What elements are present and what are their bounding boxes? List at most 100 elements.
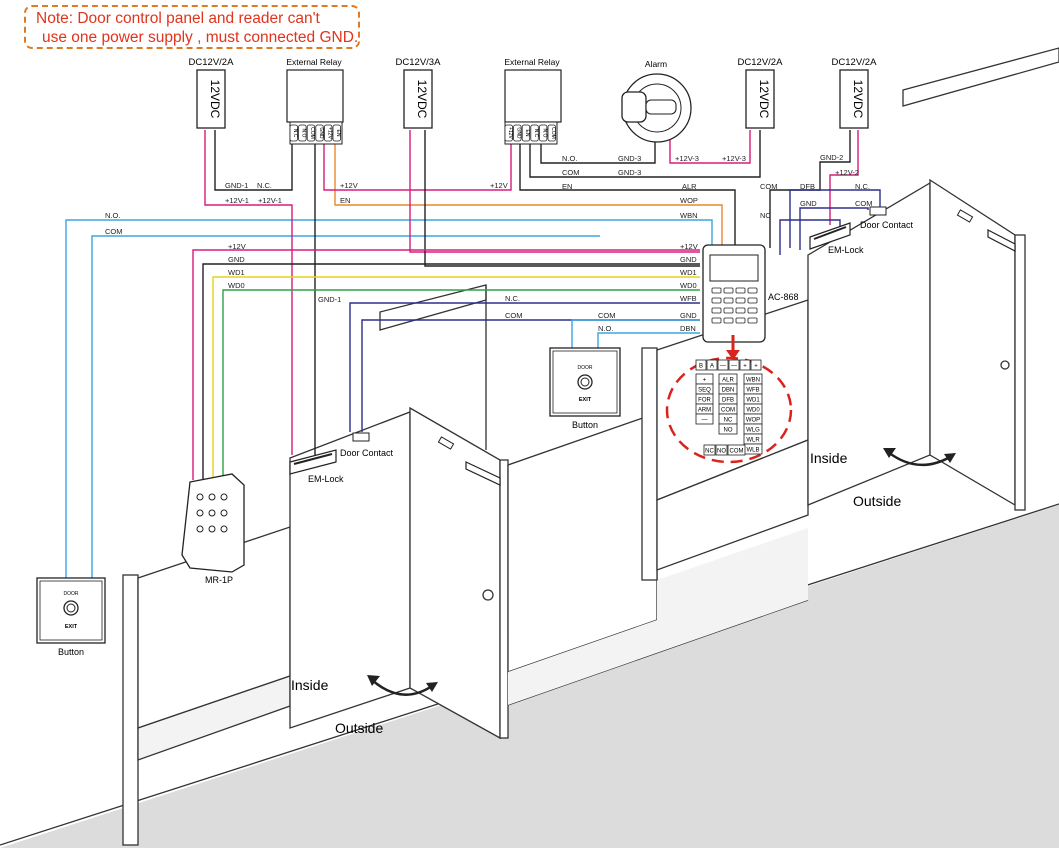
wl-12v1-a: +12V-1 xyxy=(225,196,249,205)
wl-dfb: DFB xyxy=(800,182,815,191)
wl-wbn: WBN xyxy=(680,211,698,220)
wl-r-wd1: WD1 xyxy=(680,268,697,277)
terminal-cell-label: — xyxy=(720,364,726,370)
wl-gnd-r: GND xyxy=(680,311,697,320)
wire-pink-12v xyxy=(323,140,512,191)
terminal-cell xyxy=(715,444,728,456)
reader-key xyxy=(220,509,228,517)
controller-key xyxy=(711,317,722,324)
wl-gnd1-a: GND-1 xyxy=(225,181,248,190)
terminal-cell-label: — xyxy=(731,364,737,370)
wl-com-alarm: COM xyxy=(562,168,580,177)
door-right-edge xyxy=(1014,234,1026,511)
relay-terminal xyxy=(306,124,316,142)
wl-nc-dc: N.C. xyxy=(855,182,870,191)
wl-no-alarm: N.O. xyxy=(562,154,577,163)
wl-nc-b: N.C. xyxy=(505,294,520,303)
psu4-body: 12VDC xyxy=(851,80,865,119)
wl-12v2: +12V-2 xyxy=(835,168,859,177)
reader-key xyxy=(196,509,204,517)
terminal-cell-label: FOR xyxy=(698,398,711,404)
wl-com-c: COM xyxy=(598,311,616,320)
relay-terminal-label: EN xyxy=(524,130,530,137)
controller-label: AC-868 xyxy=(768,292,799,302)
relay2-title: External Relay xyxy=(504,57,560,67)
inside-left: Inside xyxy=(291,677,329,693)
btn-left-top: DOOR xyxy=(64,591,79,597)
relay-terminal xyxy=(298,124,307,142)
terminal-cell-label: SEQ xyxy=(698,388,711,394)
relay-terminal-label: +12V xyxy=(326,127,332,139)
controller-keypad xyxy=(711,287,758,324)
relay1-title: External Relay xyxy=(286,57,342,67)
wl-12v-relay-b: +12V xyxy=(490,181,508,190)
power-supply-1: 12VDC DC12V/2A xyxy=(189,57,234,129)
wl-12v1-b: +12V-1 xyxy=(258,196,282,205)
reader-mr1p: MR-1P xyxy=(181,473,245,585)
note-line-1: Note: Door control panel and reader can'… xyxy=(36,10,320,27)
wire-orange-en xyxy=(334,140,700,206)
alarm-siren: Alarm xyxy=(621,59,692,143)
terminal-cell-label: WFB xyxy=(746,388,759,394)
terminal-cell xyxy=(695,413,714,425)
terminal-cell-label: B xyxy=(699,364,703,370)
door-right xyxy=(929,178,1016,507)
terminal-cell-label: COM xyxy=(721,408,735,414)
controller-key xyxy=(747,307,758,314)
wl-12v-relay-a: +12V xyxy=(340,181,358,190)
relay-terminal xyxy=(521,124,531,142)
swing-right: Inside Outside xyxy=(810,448,956,509)
wall-pillar-mid xyxy=(641,347,658,581)
relay-terminal-label: GND xyxy=(516,127,522,139)
controller-key xyxy=(723,297,734,304)
power-supply-3: 12VDC DC12V/2A xyxy=(738,57,783,129)
relay-terminal xyxy=(539,124,548,142)
note-box: Note: Door control panel and reader can'… xyxy=(24,5,360,49)
terminal-cell-label: WLG xyxy=(746,428,760,434)
terminal-cell xyxy=(717,359,729,371)
wl-l-gnd: GND xyxy=(228,255,245,264)
alarm-title: Alarm xyxy=(645,59,667,69)
door-left-edge xyxy=(499,459,509,739)
wl-gnd3-a: GND-3 xyxy=(618,154,641,163)
wire-orange-wop xyxy=(700,204,723,248)
wire-navy-gnd xyxy=(799,207,869,250)
terminal-cell xyxy=(750,359,762,371)
power-supply-4: 12VDC DC12V/2A xyxy=(832,57,877,129)
wl-r-gnd: GND xyxy=(680,255,697,264)
wire-black-reader xyxy=(202,263,700,480)
controller-key xyxy=(735,317,746,324)
reader-key xyxy=(208,509,216,517)
terminal-cell-label: WD1 xyxy=(746,398,760,404)
emlock-left-label: EM-Lock xyxy=(308,474,344,484)
relay-terminal xyxy=(332,124,341,142)
relay-terminal xyxy=(513,124,522,142)
btn-mid-caption: Button xyxy=(572,420,598,430)
terminal-cell-label: WLR xyxy=(746,438,760,444)
terminal-cell-label: A xyxy=(710,364,714,370)
wires xyxy=(65,130,881,580)
door-left xyxy=(409,406,501,740)
btn-left-bottom: EXIT xyxy=(65,624,78,630)
wl-gnd1-b: GND-1 xyxy=(318,295,341,304)
outside-left: Outside xyxy=(335,720,383,736)
relay-terminal-label: EN xyxy=(335,130,341,137)
wl-gnd3-b: GND-3 xyxy=(618,168,641,177)
relay-terminal-label: COM xyxy=(309,127,315,139)
controller-key xyxy=(747,287,758,294)
terminal-cell-label: ALR xyxy=(722,378,734,384)
wl-l-wd1: WD1 xyxy=(228,268,245,277)
terminal-cell-label: NC xyxy=(724,418,733,424)
psu2-body: 12VDC xyxy=(415,80,429,119)
wl-com-btn: COM xyxy=(105,227,123,236)
wire-alarm-no xyxy=(540,130,656,164)
relay-terminal-label: N.C xyxy=(533,129,539,138)
controller-key xyxy=(735,287,746,294)
terminal-cell xyxy=(728,359,740,371)
reader-key xyxy=(196,493,204,501)
controller-key xyxy=(723,307,734,314)
controller-key xyxy=(711,297,722,304)
controller-key xyxy=(711,287,722,294)
